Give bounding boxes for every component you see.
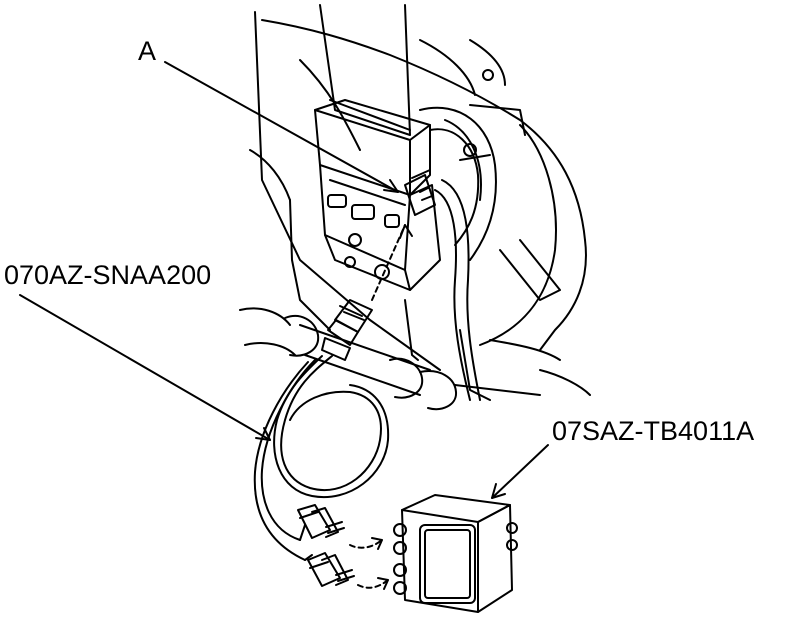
leader-box bbox=[491, 444, 549, 499]
banana-plug-1 bbox=[297, 504, 383, 550]
test-harness-connector bbox=[321, 224, 413, 361]
harness-a bbox=[404, 169, 481, 401]
callout-label-test-harness: 070AZ-SNAA200 bbox=[4, 260, 212, 290]
seat-belt bbox=[319, 4, 411, 136]
buckle-module bbox=[314, 99, 441, 291]
banana-plug-2 bbox=[307, 552, 389, 590]
bracket bbox=[419, 104, 526, 261]
callout-label-a: A bbox=[138, 36, 157, 66]
leader-connector bbox=[19, 294, 271, 441]
plug-arrow-2 bbox=[357, 579, 389, 589]
resistor-box bbox=[393, 494, 518, 613]
harness-coil bbox=[253, 355, 390, 561]
leader-box-arrow bbox=[491, 483, 506, 499]
leader-a-arrow bbox=[383, 179, 399, 193]
plug-arrow-1 bbox=[349, 539, 383, 549]
leader-a bbox=[164, 61, 399, 193]
callout-label-resistor-box: 07SAZ-TB4011A bbox=[552, 416, 755, 446]
seat-body bbox=[249, 11, 591, 401]
leader-connector-arrow bbox=[255, 427, 271, 441]
